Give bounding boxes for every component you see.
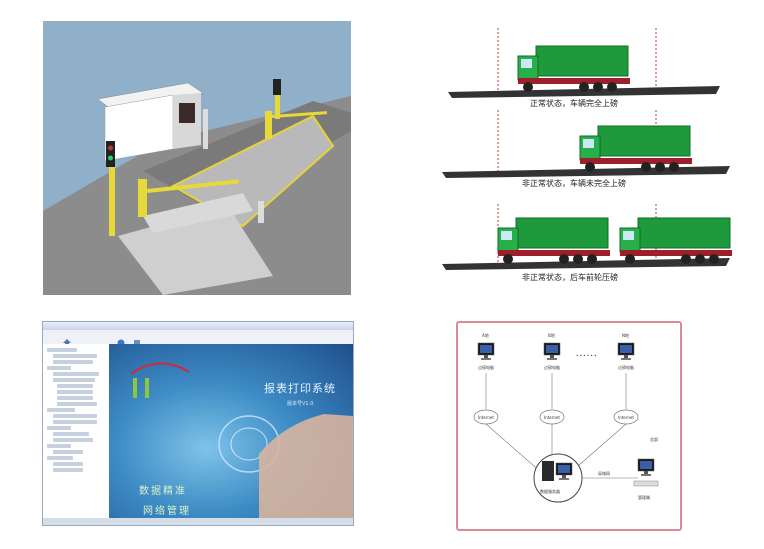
truck-position-diagram: 正常状态，车辆完全上磅 非正常状态，车辆未完全上磅 非正常状态，后车前轮压磅 [430,28,750,290]
cloud-label-b: Internet [544,415,560,420]
server-label: 数据服务器 [540,488,560,494]
ellipsis-dots: • • • • • • [576,353,597,358]
tree-item[interactable] [57,402,97,406]
cloud-label-n: Internet [618,415,634,420]
site-label-a: A地 [482,332,489,338]
navigation-tree [43,344,110,518]
tree-item[interactable] [53,360,93,364]
truck-icon [579,125,693,173]
cloud-label-a: Internet [478,415,494,420]
toolbar-home-button[interactable] [63,332,71,347]
splash-artwork [130,362,353,518]
server-tower-icon [542,461,554,481]
terminal-n-icon [617,342,635,361]
tree-item[interactable] [57,390,93,394]
caption-normal: 正常状态，车辆完全上磅 [530,98,618,108]
splash-slogan-2: 网络管理 [143,506,191,517]
terminal-b-label: 过磅电脑 [544,364,560,370]
hq-pc-icon [637,458,655,477]
hq-pc-label: 管理端 [638,494,650,500]
tree-item[interactable] [53,354,97,358]
tree-item[interactable] [53,420,97,424]
tree-item[interactable] [53,468,83,472]
weighbridge-illustration [43,21,351,295]
splash-hero: 报表打印系统 版本号V1.0 数据精准 网络管理 [109,344,353,518]
status-bar [43,518,353,525]
scenario-rear-truck: 非正常状态，后车前轮压磅 [442,204,733,282]
toolbar [43,330,353,347]
truck-diagram-svg: 正常状态，车辆完全上磅 非正常状态，车辆未完全上磅 非正常状态，后车前轮压磅 [442,28,733,282]
rear-barrier-gate [265,79,328,139]
tree-item[interactable] [47,426,71,430]
hand-graphic [259,414,353,518]
splash-version: 版本号V1.0 [287,401,314,407]
caption-partial: 非正常状态，车辆未完全上磅 [522,178,626,188]
splash-title: 报表打印系统 [264,382,336,395]
tree-item[interactable] [53,438,93,442]
tree-item[interactable] [53,450,83,454]
truck-icon [497,217,611,265]
window-title-bar [43,322,353,330]
tree-item[interactable] [53,378,95,382]
toolbar-exit-button[interactable] [133,332,141,346]
truck-icon [517,45,631,93]
tree-item[interactable] [57,396,93,400]
tree-item[interactable] [53,414,97,418]
control-booth [97,82,204,162]
scenario-normal: 正常状态，车辆完全上磅 [448,28,720,108]
terminal-a-icon [477,342,495,361]
lan-link-label: 局域网 [598,470,610,476]
network-topology-diagram: A地 B地 N地 过磅电脑 过磅电脑 过磅电脑 • • • • • • Inte… [456,321,682,531]
terminal-b-icon [543,342,561,361]
server-ring [533,453,583,503]
site-label-b: B地 [548,332,555,338]
front-barrier-gate [138,179,239,217]
tree-item[interactable] [53,372,99,376]
tree-item[interactable] [47,348,77,352]
exit-icon [134,340,140,346]
tree-item[interactable] [47,444,71,448]
hq-label: 总部 [650,436,658,442]
tree-item[interactable] [47,408,75,412]
network-svg: A地 B地 N地 过磅电脑 过磅电脑 过磅电脑 • • • • • • Inte… [473,332,659,503]
tree-item[interactable] [47,456,73,460]
weighbridge-scene-image [43,21,351,295]
app-logo-icon [130,362,190,398]
terminal-a-label: 过磅电脑 [478,364,494,370]
report-software-window: 报表打印系统 版本号V1.0 数据精准 网络管理 [42,321,354,526]
truck-icon [619,217,733,265]
caption-rear-truck: 非正常状态，后车前轮压磅 [522,272,618,282]
splash-slogan-1: 数据精准 [139,486,187,497]
toolbar-help-button[interactable] [117,332,125,347]
tree-item[interactable] [47,366,71,370]
front-traffic-light [106,141,115,236]
tree-item[interactable] [53,462,83,466]
tree-item[interactable] [53,432,89,436]
site-label-n: N地 [622,332,629,338]
scenario-partial: 非正常状态，车辆未完全上磅 [442,110,730,188]
tree-item[interactable] [57,384,93,388]
terminal-n-label: 过磅电脑 [618,364,634,370]
